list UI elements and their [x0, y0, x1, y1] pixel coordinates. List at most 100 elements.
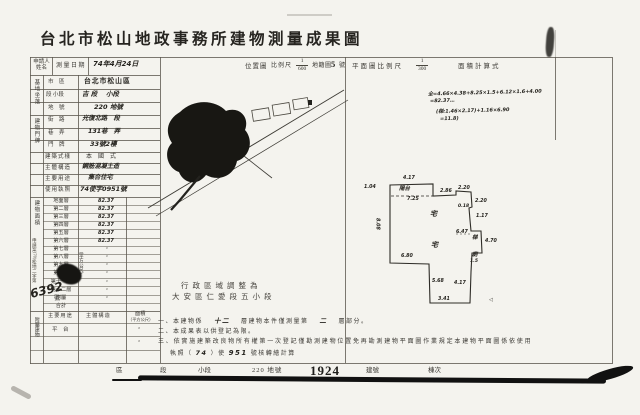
cadastral-sheet-suffix: 號: [339, 63, 346, 69]
row-line: [30, 115, 160, 116]
floor-row-label: 第三層: [53, 214, 69, 220]
dim-4-17-br: 4.17: [454, 281, 466, 286]
footer-section: 段: [160, 367, 167, 374]
plan-scale-denominator: 300: [416, 64, 429, 72]
floor-row-label: 第十一層: [50, 279, 72, 285]
site-lot-label: 地 號: [48, 105, 65, 111]
footer-block-label: 棟次: [428, 367, 441, 374]
location-scale-label: 比例尺: [271, 63, 293, 69]
addr-lane-label: 巷 弄: [48, 130, 65, 136]
floor-line: [43, 295, 160, 296]
site-city-value: 台北市松山區: [84, 78, 131, 85]
case-stamp-text: 申請案(70)松地二字第: [32, 238, 38, 283]
dim-8-08: 8.08: [374, 218, 380, 230]
site-lot-value: 220 地號: [94, 103, 123, 111]
frame-bottom: [30, 363, 612, 364]
structure-value: 鋼筋混凝土造: [82, 163, 120, 170]
dim-2-20-top: 2.20: [458, 186, 470, 191]
address-group-label: 建物門牌: [33, 118, 40, 144]
dim-1-5: 1.5: [470, 259, 478, 264]
toilet-label: 廁: [472, 252, 478, 258]
applicant-label-text: 申請人: [33, 59, 50, 65]
compass-mark: ◁: [489, 298, 493, 303]
stair-label: 梯: [472, 235, 478, 241]
scale-numerator: 1: [300, 58, 304, 64]
floor-row-label: 第四層: [53, 222, 69, 228]
note1-pre: 一、本建物係: [158, 319, 204, 325]
dim-6-47: 6.47: [456, 230, 468, 235]
rezone-line-1: 行政區域調整為: [181, 281, 262, 290]
row-line: [30, 185, 160, 186]
annex-header-use: 主要用途: [48, 313, 73, 319]
applicant-label: 申請人 姓名: [32, 59, 51, 72]
cadastral-sheet-label: 地籍圖: [312, 63, 332, 69]
calc-line-1: 全=4.66×4.38+8.25×1.5+6.12×1.6+4.00: [427, 88, 542, 98]
floor-row-area: ·: [106, 287, 108, 293]
location-map-sketch: [147, 89, 349, 217]
annex-line: [30, 323, 160, 324]
footer-building-number: 1924: [310, 363, 340, 378]
annex-header-area-unit: （平方公尺）: [128, 317, 154, 322]
note-1: 一、本建物係 十二 層建物本件僅測量第 二 層部分。: [158, 317, 369, 326]
area-group-label: 建物面積: [33, 200, 40, 226]
frame-left: [30, 57, 31, 364]
annex-header-area: 面積: [135, 311, 146, 317]
dim-0-18: 0.18: [458, 204, 470, 209]
annex-line: [30, 336, 160, 337]
rezone-line-2: 大安區仁愛段五小段: [172, 292, 276, 301]
dim-1-04: 1.04: [364, 185, 376, 190]
use-label: 主要用途: [45, 176, 72, 182]
row-line: [30, 102, 160, 103]
fold-line: [555, 30, 556, 57]
footer-district: 區: [116, 367, 123, 374]
note1-post: 層部分。: [338, 319, 369, 325]
plan-scale-numerator: 1: [420, 58, 424, 64]
divider-extra-col: [126, 197, 127, 363]
floor-row-label: 第二層: [53, 206, 69, 212]
floor-row-label: 第十二層: [50, 287, 72, 293]
map-ink-blob: [167, 102, 250, 183]
annex-header-structure: 主體構造: [86, 313, 111, 319]
area-unit-label: （平方公尺）: [79, 249, 85, 277]
floor-row-area: 82.37: [98, 222, 114, 228]
ink-smudge: [544, 26, 556, 58]
case-stamp-suffix: 號: [54, 296, 61, 302]
floor-row-area: ·: [106, 270, 108, 276]
floor-row-area: 82.37: [98, 214, 114, 220]
applicant-sub-text: 姓名: [35, 65, 47, 72]
floor-row-area: ·: [106, 295, 108, 301]
note1-mid: 層建物本件僅測量第: [241, 319, 309, 325]
floor-row-area: 82.37: [98, 230, 114, 236]
row-line: [30, 197, 160, 198]
floor-line: [43, 246, 160, 247]
floor-row-label: 第八層: [53, 254, 69, 260]
dim-6-80: 6.80: [401, 254, 413, 259]
scale-denominator: 600: [296, 64, 309, 72]
note-4: 執照（ 74 ）使 951 號核轉繪計算: [170, 349, 296, 358]
dim-3-41: 3.41: [438, 297, 450, 302]
annex-line: [30, 350, 160, 351]
site-section-value: 吉 段 小段: [82, 90, 120, 98]
note-3: 三、依實施建築改良物所有權第一次登記僅勘測建物位置免再勘測建物平面圖作業規定本建…: [158, 339, 533, 345]
row-line: [30, 140, 160, 141]
footer-building-label: 建號: [366, 367, 379, 374]
note4-post: 號核轉繪計算: [250, 351, 296, 357]
annex-group-label: 附屬建物: [33, 317, 39, 337]
addr-number-label: 門 牌: [48, 142, 65, 148]
site-group-label: 基地坐落: [33, 79, 40, 105]
top-mark: [287, 14, 332, 16]
corner-artifact: [10, 385, 32, 400]
footer-lot-number: 220 地號: [252, 367, 283, 374]
divider-form-right: [160, 57, 161, 363]
floor-line: [43, 303, 160, 304]
footer-subsection: 小段: [198, 367, 211, 374]
survey-date-label: 測量日期: [56, 63, 87, 69]
note-2: 二、本成果表以供登記為限。: [158, 329, 256, 335]
interior-label-1: 宅: [430, 210, 437, 218]
floor-line: [43, 254, 160, 255]
balcony-label: 陽台: [399, 186, 411, 192]
divider-label-col: [78, 75, 79, 363]
floor-row-area: ·: [106, 262, 108, 268]
ink-smear-line: [137, 375, 607, 384]
plan-scale-fraction: 1 300: [416, 58, 429, 72]
